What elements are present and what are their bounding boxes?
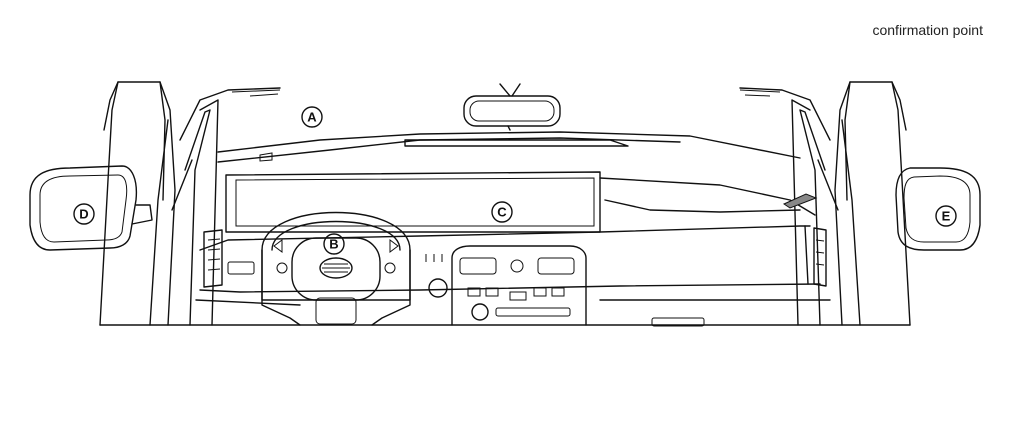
sensor-grille [782, 193, 818, 209]
dashboard-top [217, 131, 801, 163]
marker-a: A [301, 106, 323, 128]
right-air-vent [813, 227, 827, 287]
marker-d-label: D [79, 207, 88, 222]
marker-b: B [323, 233, 345, 255]
left-door-frame [99, 81, 281, 326]
left-windshield-trim [231, 89, 281, 97]
dash-controls [425, 254, 448, 298]
steering-wheel [261, 211, 411, 326]
right-windshield-trim [739, 89, 781, 97]
left-side-mirror [29, 165, 153, 251]
marker-b-label: B [329, 237, 338, 252]
glovebox-handle [651, 317, 705, 327]
right-side-mirror [895, 167, 981, 251]
rearview-mirror [463, 83, 561, 131]
dashboard-body [99, 177, 911, 326]
right-a-pillar [791, 99, 839, 326]
marker-c: C [491, 201, 513, 223]
marker-e-label: E [942, 209, 951, 224]
marker-d: D [73, 203, 95, 225]
marker-c-label: C [497, 205, 507, 220]
marker-e: E [935, 205, 957, 227]
left-air-vent [203, 229, 255, 288]
confirmation-point-caption: confirmation point [872, 22, 983, 38]
marker-a-label: A [307, 110, 317, 125]
center-stack [451, 245, 587, 326]
right-door-frame [739, 81, 911, 326]
